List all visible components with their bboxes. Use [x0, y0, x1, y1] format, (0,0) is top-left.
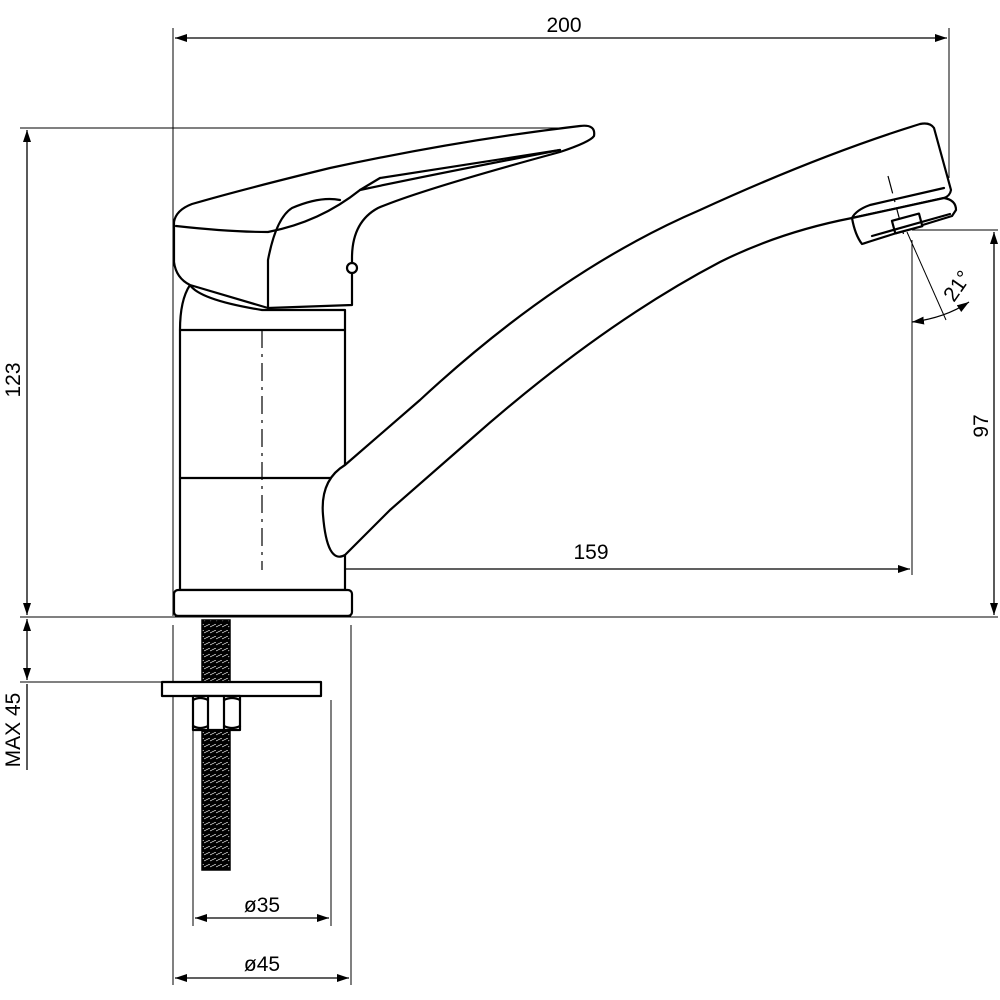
- faucet-body: [172, 283, 354, 618]
- dim-label-outlet-angle: 21°: [939, 267, 976, 306]
- dim-label-hole-diameter: ø35: [244, 894, 280, 917]
- dim-label-spout-reach: 159: [573, 541, 608, 564]
- dimension-max-counter-thickness: MAX 45: [2, 619, 32, 770]
- dimension-mounting-hole-diameter: ø35: [195, 894, 329, 922]
- faucet-lever-handle: [172, 124, 596, 310]
- dim-label-overall-height: 123: [2, 362, 25, 397]
- dimension-outlet-angle: 21°: [906, 231, 976, 325]
- faucet-spout: [321, 122, 958, 558]
- dim-label-spout-height: 97: [970, 414, 993, 437]
- dimension-base-diameter: ø45: [175, 953, 349, 982]
- dimension-overall-height: 123: [2, 130, 32, 615]
- dim-label-max-thickness: MAX 45: [2, 693, 25, 768]
- mounting-hardware: [160, 619, 323, 871]
- dimension-spout-reach: 159: [262, 541, 910, 573]
- dim-label-overall-width: 200: [546, 14, 581, 37]
- dimension-spout-outlet-height: 97: [970, 232, 998, 615]
- dim-label-base-diameter: ø45: [244, 953, 280, 976]
- dimension-overall-width: 200: [175, 14, 947, 42]
